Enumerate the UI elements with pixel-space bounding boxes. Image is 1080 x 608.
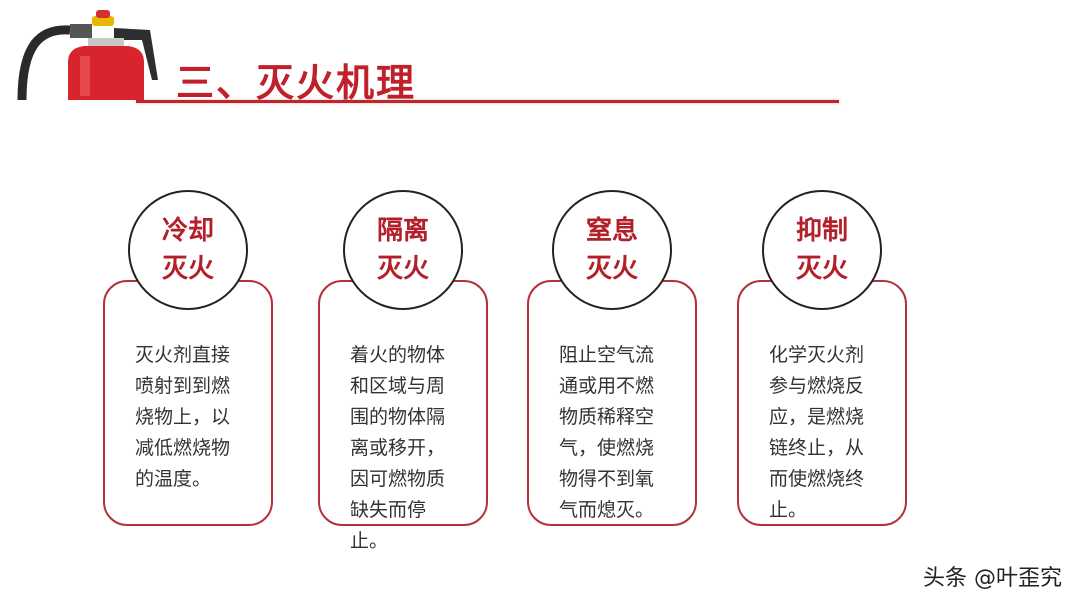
card-title: 隔离 灭火 bbox=[376, 216, 429, 284]
card-badge-isolation: 隔离 灭火 bbox=[343, 190, 463, 310]
card-badge-inhibition: 抑制 灭火 bbox=[762, 190, 882, 310]
card-smothering: 阻止空气流 通或用不燃 物质稀释空 气，使燃烧 物得不到氧 气而熄灭。 bbox=[527, 280, 697, 526]
card-title: 冷却 灭火 bbox=[161, 216, 214, 284]
card-isolation: 着火的物体 和区域与周 围的物体隔 离或移开， 因可燃物质 缺失而停止。 bbox=[318, 280, 488, 552]
card-cooling: 灭火剂直接 喷射到到燃 烧物上，以 减低燃烧物 的温度。 bbox=[103, 280, 273, 526]
card-badge-cooling: 冷却 灭火 bbox=[128, 190, 248, 310]
card-title: 窒息 灭火 bbox=[585, 216, 638, 284]
card-description: 阻止空气流 通或用不燃 物质稀释空 气，使燃烧 物得不到氧 气而熄灭。 bbox=[559, 344, 655, 521]
card-title: 抑制 灭火 bbox=[795, 216, 848, 284]
card-badge-smothering: 窒息 灭火 bbox=[552, 190, 672, 310]
card-description: 灭火剂直接 喷射到到燃 烧物上，以 减低燃烧物 的温度。 bbox=[135, 344, 231, 490]
page-title: 三、灭火机理 bbox=[176, 61, 417, 105]
title-underline bbox=[136, 100, 839, 103]
fire-extinguisher-icon bbox=[10, 0, 170, 101]
watermark: 头条 @叶歪究 bbox=[923, 566, 1062, 591]
card-description: 化学灭火剂 参与燃烧反 应，是燃烧 链终止，从 而使燃烧终 止。 bbox=[769, 344, 865, 521]
card-description: 着火的物体 和区域与周 围的物体隔 离或移开， 因可燃物质 缺失而停止。 bbox=[350, 344, 446, 552]
card-inhibition: 化学灭火剂 参与燃烧反 应，是燃烧 链终止，从 而使燃烧终 止。 bbox=[737, 280, 907, 526]
